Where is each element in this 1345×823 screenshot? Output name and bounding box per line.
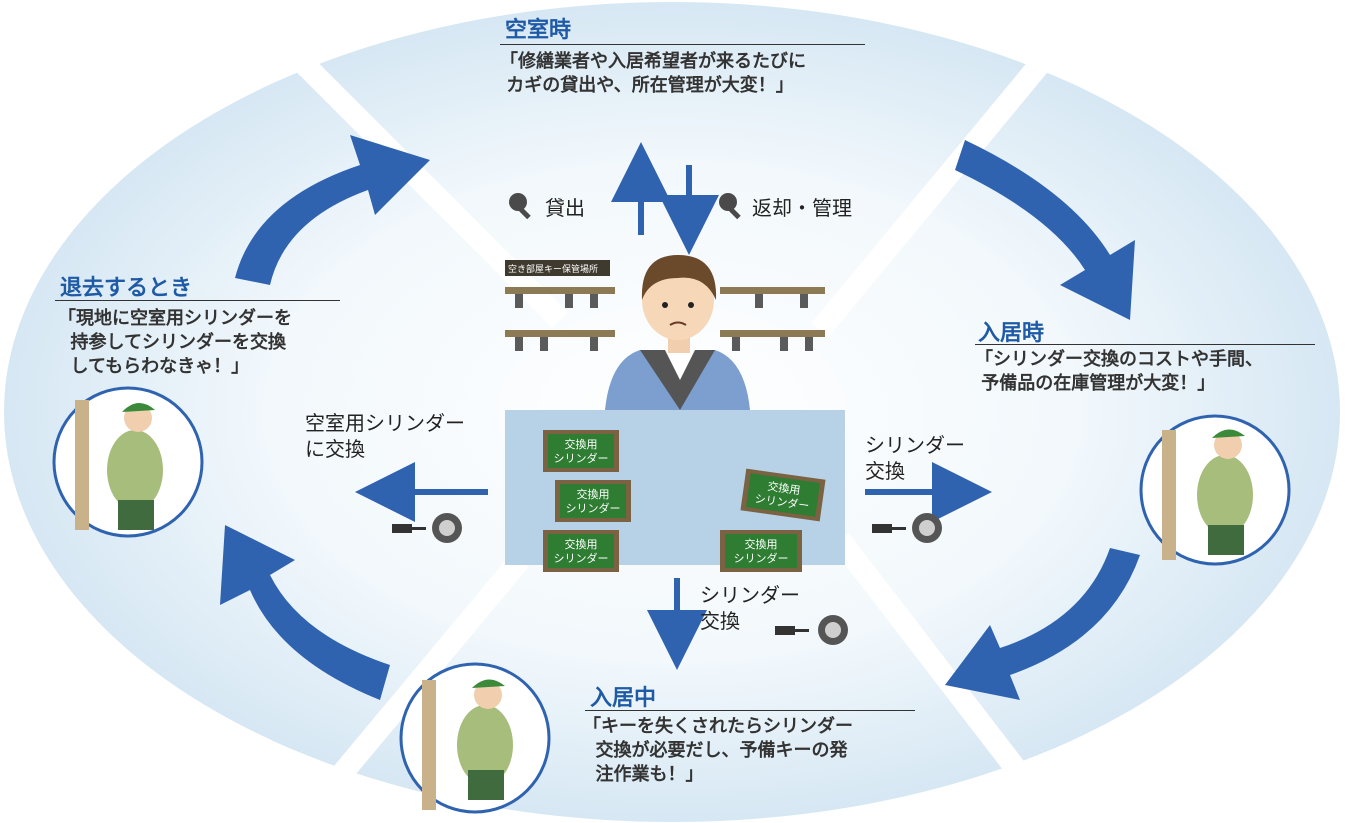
cylinder-box-line1: 交換用: [565, 437, 598, 451]
clerk-illustration: [605, 255, 750, 410]
cylinder-key-icon: [775, 615, 848, 645]
shelf-sign-plate: [505, 260, 610, 276]
cylinder-box-line2: シリンダー: [554, 551, 609, 565]
key-shelf-right: [720, 287, 825, 351]
lend-label: 貸出: [545, 196, 585, 220]
section-title-occupied: 入居中: [590, 686, 657, 711]
segment-separators: [292, 32, 1069, 808]
cylinder-swap-bottom-label: シリンダー 交換: [700, 583, 800, 633]
swap-to-vacant-label: 空室用シリンダー に交換: [305, 411, 465, 461]
key-icon: [509, 193, 531, 220]
arrow-bottom-left: [220, 525, 390, 700]
worker-vignette-bottom: [399, 662, 551, 814]
cylinder-box-line1: 交換用: [577, 487, 610, 501]
cylinder-box-line2: シリンダー: [734, 551, 789, 565]
shelf-sign: 空き部屋キー保管場所: [508, 265, 599, 275]
quote-occupied: 「キーを失くされたらシリンダー 交換が必要だし、予備キーの発 注作業も！」: [583, 716, 853, 785]
arrow-bottom-right: [945, 548, 1140, 700]
cylinder-boxes: 交換用 シリンダー 交換用 シリンダー 交換用 シリンダー 交換用 シリンダー …: [543, 430, 826, 572]
divider: [55, 300, 340, 301]
section-title-vacant: 空室時: [505, 18, 572, 43]
worker-vignette-left: [52, 386, 204, 538]
cylinder-box-line1: 交換用: [745, 537, 778, 551]
flow-arrows: [355, 142, 992, 670]
quote-move-in: 「シリンダー交換のコストや手間、 予備品の在庫管理が大変！」: [975, 349, 1263, 394]
return-manage-label: 返却・管理: [752, 196, 852, 220]
divider: [500, 44, 865, 45]
cylinder-swap-right-label: シリンダー 交換: [865, 433, 965, 483]
section-title-move-in: 入居時: [978, 321, 1045, 346]
section-title-move-out: 退去するとき: [60, 276, 193, 301]
key-icon: [719, 193, 741, 220]
cylinder-box: 交換用 シリンダー: [543, 430, 619, 472]
cylinder-box: 交換用 シリンダー: [543, 530, 619, 572]
key-shelf-left: [505, 260, 615, 351]
cylinder-box: 交換用 シリンダー: [555, 480, 631, 522]
divider: [585, 710, 915, 711]
arrow-top-right: [955, 140, 1135, 320]
worker-vignette-right: [1139, 414, 1291, 566]
quote-move-out: 「現地に空室用シリンダーを 持参してシリンダーを交換 してもらわなきゃ！」: [58, 308, 292, 377]
cylinder-box-line2: シリンダー: [566, 501, 621, 515]
cylinder-box-line1: 交換用: [565, 537, 598, 551]
cylinder-box-line1: 交換用: [767, 479, 802, 497]
divider: [975, 344, 1315, 345]
cylinder-box-line2: シリンダー: [554, 451, 609, 465]
cylinder-box: 交換用 シリンダー: [740, 468, 826, 522]
cylinder-key-icon: [872, 513, 942, 543]
cycle-arrows: [220, 135, 1140, 700]
cylinder-key-icon: [392, 513, 462, 543]
quote-vacant: 「修繕業者や入居希望者が来るたびに カギの貸出や、所在管理が大変！」: [500, 51, 806, 96]
arrow-top-left: [235, 135, 430, 285]
cylinder-box: 交換用 シリンダー: [720, 530, 802, 572]
